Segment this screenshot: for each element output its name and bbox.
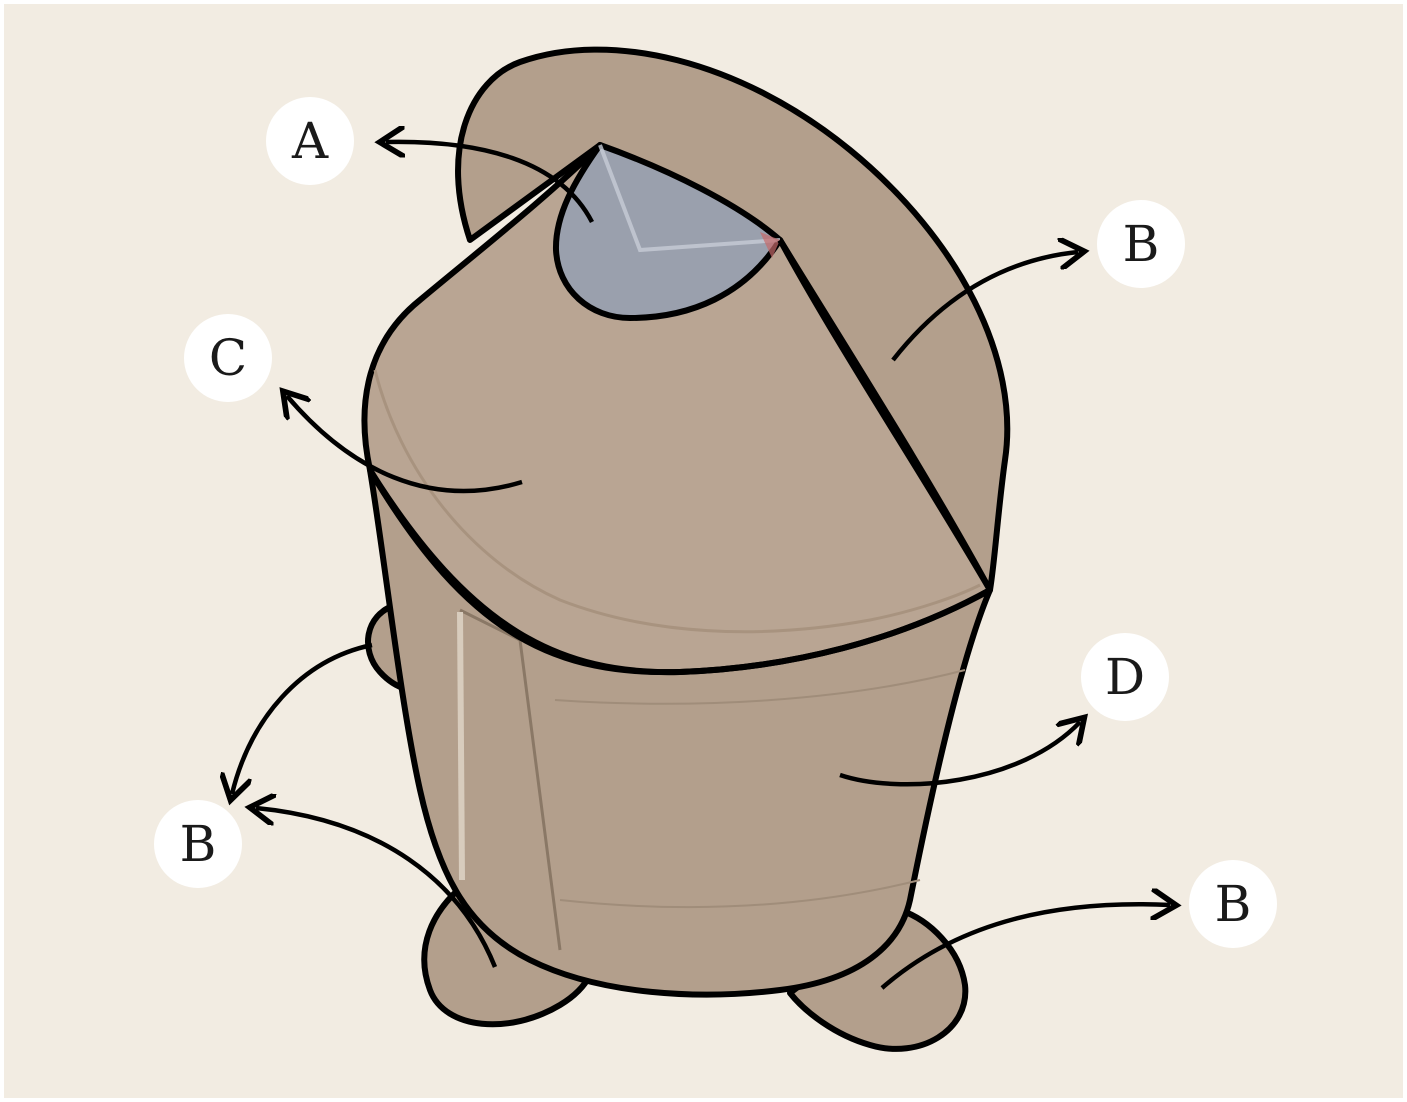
label-d: D (1081, 633, 1169, 721)
label-a: A (266, 97, 354, 185)
label-b-right: B (1189, 860, 1277, 948)
label-b-top: B (1097, 200, 1185, 288)
label-b-left: B (154, 800, 242, 888)
label-c: C (184, 314, 272, 402)
